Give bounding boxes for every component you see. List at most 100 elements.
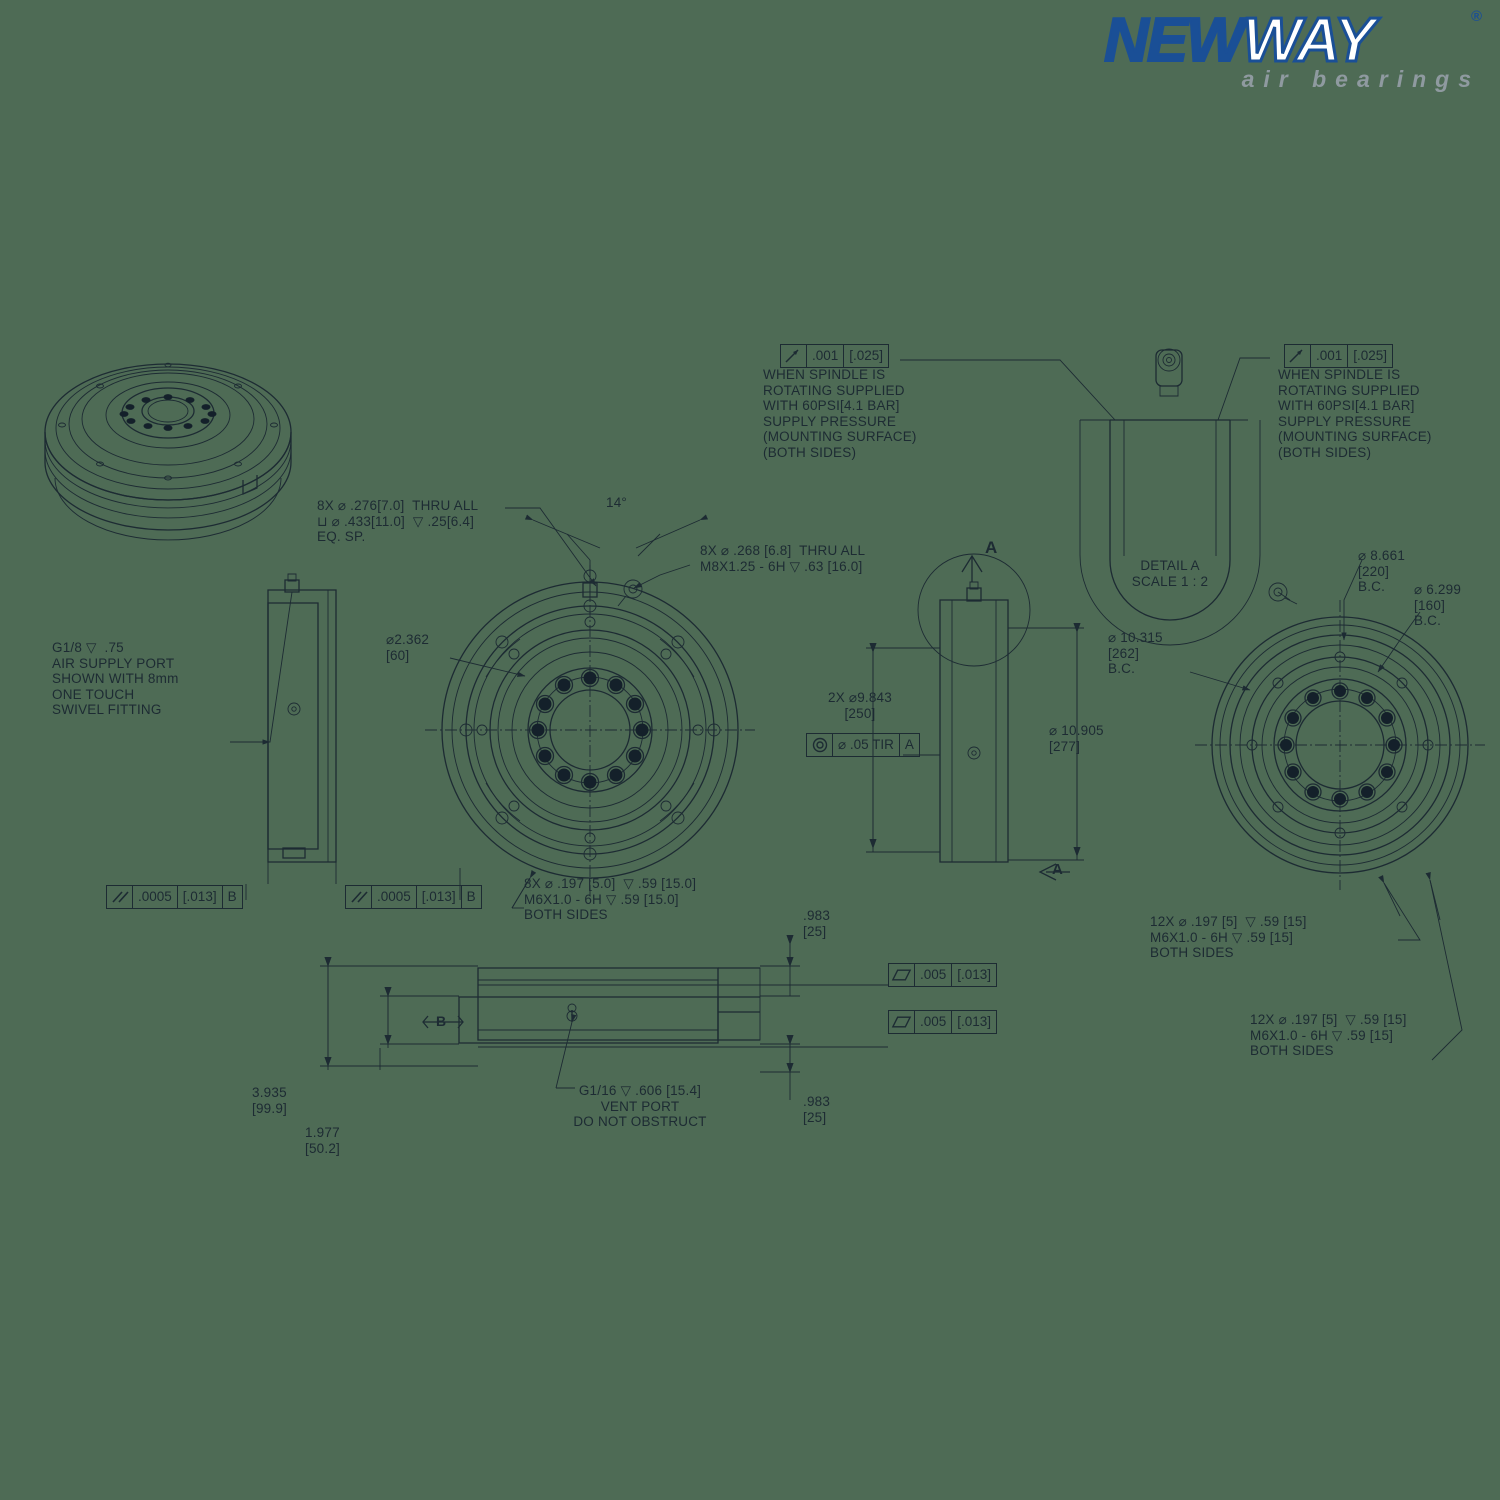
fcf-tolerance: .0005 — [372, 886, 417, 908]
dim-line: [250] — [844, 705, 876, 721]
dim-line: [220] — [1358, 563, 1390, 579]
registered-trademark-icon: ® — [1470, 8, 1482, 25]
note-line: ROTATING SUPPLIED — [763, 382, 905, 398]
fcf-tolerance-mm: [.013] — [957, 967, 992, 982]
note-line: (MOUNTING SURFACE) — [1278, 429, 1432, 444]
fcf-circular-runout-a: ⌀ .05 TIR A — [806, 733, 920, 757]
parallelism-icon — [107, 886, 133, 908]
left-side-section-view — [230, 574, 336, 884]
dim-angle-14deg: 14° — [606, 495, 628, 510]
note-line: VENT PORT — [600, 1098, 680, 1114]
note-line: (BOTH SIDES) — [763, 444, 857, 460]
fcf-tolerance: .0005 — [133, 886, 178, 908]
datum-marker-b: B — [436, 1013, 447, 1029]
note-tapped-12x-upper: 12X ⌀ .197 [5] ▽ .59 [15]M6X1.0 - 6H ▽ .… — [1150, 914, 1307, 961]
note-line: M6X1.0 - 6H ▽ .59 [15.0] — [524, 891, 679, 907]
dim-line: [25] — [803, 923, 827, 939]
note-line: WHEN SPINDLE IS — [1278, 367, 1401, 382]
note-line: G1/16 ▽ .606 [15.4] — [578, 1083, 702, 1098]
note-tapped-12x-lower: 12X ⌀ .197 [5] ▽ .59 [15]M6X1.0 - 6H ▽ .… — [1250, 1012, 1407, 1059]
note-line: SWIVEL FITTING — [52, 702, 162, 717]
dim-bore-diameter: ⌀2.362[60] — [386, 632, 429, 663]
fcf-tolerance-mm: [.025] — [1353, 348, 1388, 363]
logo-text-way: WAY — [1241, 6, 1377, 75]
note-line: WITH 60PSI[4.1 BAR] — [1278, 398, 1415, 413]
fcf-flatness-bottom: .005 [.013] — [888, 1010, 998, 1034]
front-circular-view — [425, 508, 755, 908]
fcf-leaders — [246, 868, 460, 900]
dim-line: [50.2] — [305, 1140, 340, 1156]
note-line: WITH 60PSI[4.1 BAR] — [763, 398, 900, 413]
note-line: BOTH SIDES — [1150, 945, 1234, 960]
dim-line: [99.9] — [252, 1100, 287, 1116]
dim-line: ⌀2.362 — [386, 632, 430, 647]
dim-line: B.C. — [1108, 661, 1136, 676]
detail-a-view — [900, 349, 1270, 645]
total-runout-icon — [781, 345, 807, 367]
dim-line: 3.935 — [252, 1085, 287, 1100]
dim-line: [60] — [386, 647, 410, 663]
note-line: EQ. SP. — [317, 529, 366, 544]
note-line: SHOWN WITH 8mm — [52, 671, 179, 686]
note-line: M6X1.0 - 6H ▽ .59 [15] — [1150, 929, 1294, 945]
note-line: 12X ⌀ .197 [5] ▽ .59 [15] — [1150, 914, 1307, 929]
note-hole-pattern-left: 8X ⌀ .276[7.0] THRU ALL⊔ ⌀ .433[11.0] ▽ … — [317, 498, 478, 545]
section-marker-top-a: A — [985, 538, 998, 557]
note-line: M8X1.25 - 6H ▽ .63 [16.0] — [700, 558, 863, 574]
fcf-runout-left: .001 [.025] — [780, 344, 890, 368]
fcf-tolerance: ⌀ .05 TIR — [833, 734, 900, 756]
dim-step-bottom: .983[25] — [803, 1094, 830, 1125]
fcf-tolerance: .005 — [915, 964, 953, 986]
note-line: WHEN SPINDLE IS — [763, 367, 886, 382]
note-line: SUPPLY PRESSURE — [1278, 413, 1412, 429]
dim-line: .983 — [803, 1094, 831, 1109]
isometric-view — [45, 363, 291, 540]
fcf-datum: A — [904, 737, 914, 752]
bottom-section-view — [320, 935, 888, 1100]
fcf-parallelism-left: .0005 [.013] B — [106, 885, 243, 909]
dim-line: ⌀ 8.661 — [1358, 548, 1406, 563]
fcf-tolerance-mm: [.025] — [849, 348, 884, 363]
dim-bolt-circle-160: ⌀ 6.299[160]B.C. — [1414, 582, 1461, 629]
detail-scale: SCALE 1 : 2 — [1131, 573, 1209, 589]
dim-line: B.C. — [1414, 613, 1442, 628]
note-line: ⊔ ⌀ .433[11.0] ▽ .25[6.4] — [317, 513, 475, 529]
fcf-tolerance: .005 — [915, 1011, 953, 1033]
note-line: 8X ⌀ .197 [5.0] ▽ .59 [15.0] — [524, 876, 697, 891]
dim-line: ⌀ 10.905 — [1049, 723, 1104, 738]
note-line: AIR SUPPLY PORT — [52, 655, 175, 671]
dim-od-277: ⌀ 10.905[277] — [1049, 723, 1104, 754]
dim-line: 1.977 — [305, 1125, 340, 1140]
dim-line: 2X ⌀9.843 — [828, 690, 892, 705]
dim-line: B.C. — [1358, 579, 1386, 594]
fcf-tolerance: .001 — [807, 345, 845, 367]
company-logo: NEWWAY ® air bearings — [1082, 4, 1482, 104]
fcf-flatness-top: .005 [.013] — [888, 963, 998, 987]
section-view-a-a — [866, 554, 1084, 880]
note-line: 8X ⌀ .268 [6.8] THRU ALL — [700, 543, 866, 558]
note-line: 12X ⌀ .197 [5] ▽ .59 [15] — [1250, 1012, 1407, 1027]
flatness-icon — [889, 1011, 915, 1033]
note-line: 8X ⌀ .276[7.0] THRU ALL — [317, 498, 479, 513]
dim-line: .983 — [803, 908, 831, 923]
dim-step-top: .983[25] — [803, 908, 830, 939]
dim-line: ⌀ 10.315 — [1108, 630, 1163, 645]
fcf-tolerance-mm: [.013] — [957, 1014, 992, 1029]
section-marker-bottom-a: A — [1052, 861, 1064, 878]
parallelism-icon — [346, 886, 372, 908]
note-line: (BOTH SIDES) — [1278, 444, 1372, 460]
dim-line: [262] — [1108, 645, 1140, 661]
note-tapped-8x-m6: 8X ⌀ .197 [5.0] ▽ .59 [15.0]M6X1.0 - 6H … — [524, 876, 696, 923]
fcf-tolerance: .001 — [1311, 345, 1349, 367]
dim-line: [25] — [803, 1109, 827, 1125]
detail-title: DETAIL A — [1140, 558, 1200, 573]
dim-bolt-circle-262: ⌀ 10.315[262]B.C. — [1108, 630, 1163, 677]
dim-overall-height: 3.935[99.9] — [252, 1085, 287, 1116]
